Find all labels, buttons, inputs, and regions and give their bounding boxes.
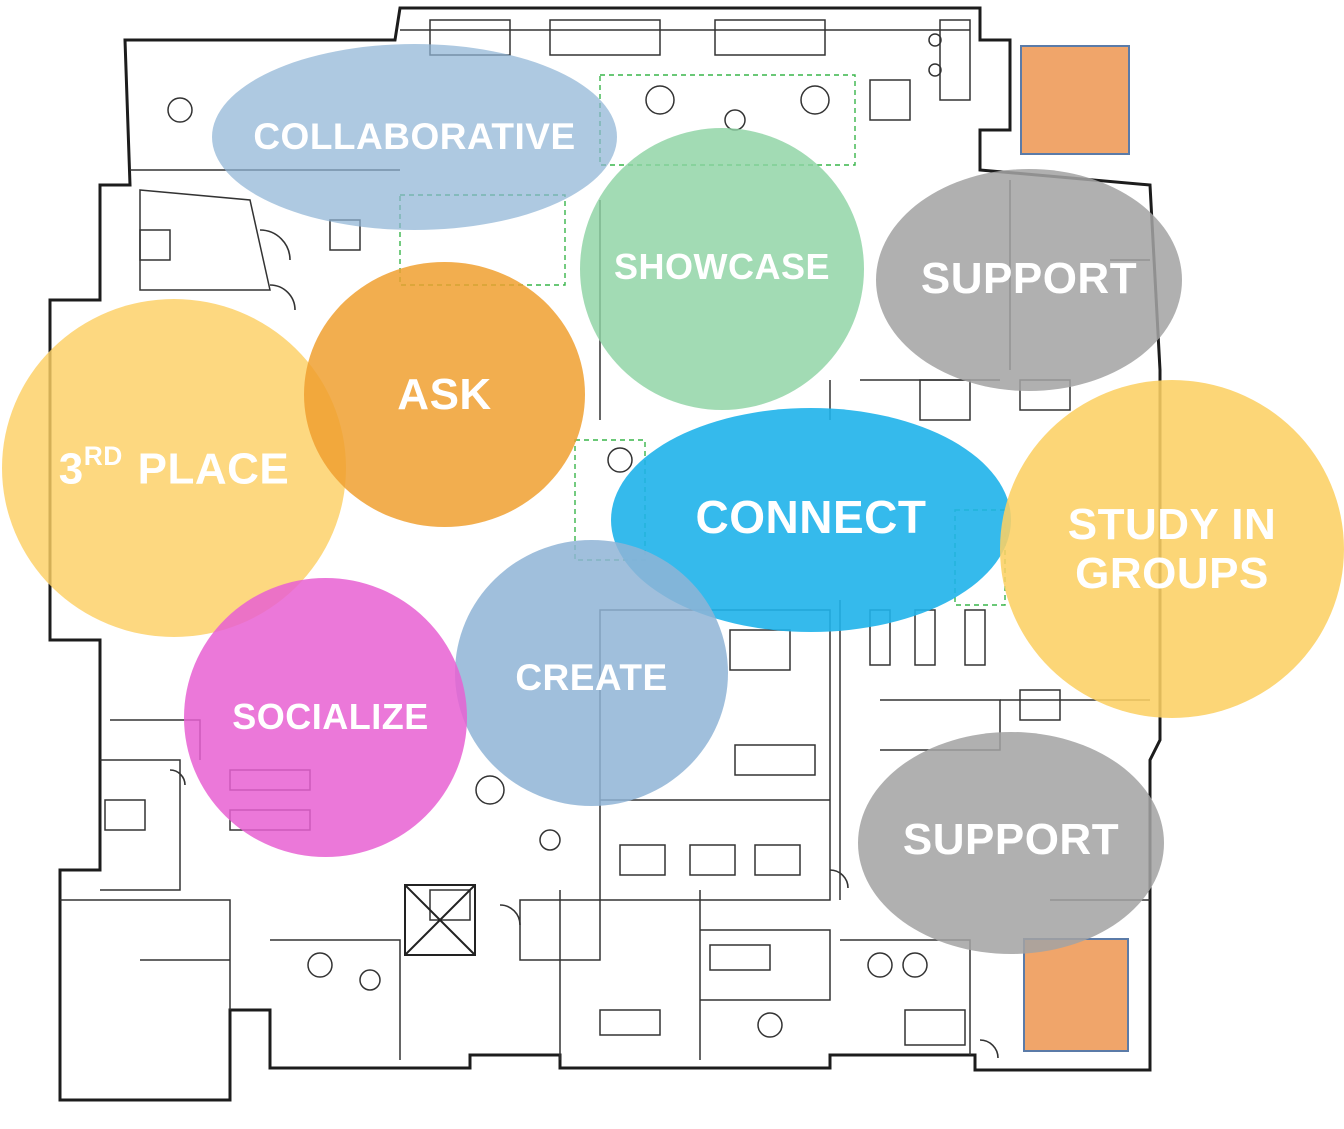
zone-label: SHOWCASE <box>613 245 830 287</box>
zone-showcase: SHOWCASE <box>580 128 864 410</box>
stair-icon <box>1023 938 1129 1052</box>
zone-ask: ASK <box>304 262 585 527</box>
plan-elevator <box>404 884 476 956</box>
zone-create: CREATE <box>455 540 728 806</box>
zone-label: STUDY IN GROUPS <box>1067 499 1277 598</box>
zone-label: ASK <box>397 369 492 419</box>
zone-study-in-groups: STUDY IN GROUPS <box>1000 380 1344 718</box>
zone-label: 3RD PLACE <box>58 441 290 494</box>
plan-door-swings <box>169 229 999 1059</box>
zone-support-top: SUPPORT <box>876 169 1182 391</box>
zone-3rd-place: 3RD PLACE <box>2 299 346 637</box>
zone-label: SUPPORT <box>902 815 1120 865</box>
zone-label: SUPPORT <box>920 254 1138 304</box>
stair-icon <box>1020 45 1130 155</box>
zone-label: COLLABORATIVE <box>253 116 576 158</box>
zone-label: CREATE <box>515 657 668 699</box>
zone-support-bottom: SUPPORT <box>858 732 1164 954</box>
zone-socialize: SOCIALIZE <box>184 578 467 857</box>
zone-label: CONNECT <box>695 491 927 544</box>
plan-furniture <box>104 19 1071 1046</box>
zone-label: SOCIALIZE <box>232 696 429 738</box>
plan-outer-walls <box>48 6 1162 1102</box>
zone-collaborative: COLLABORATIVE <box>212 44 617 230</box>
